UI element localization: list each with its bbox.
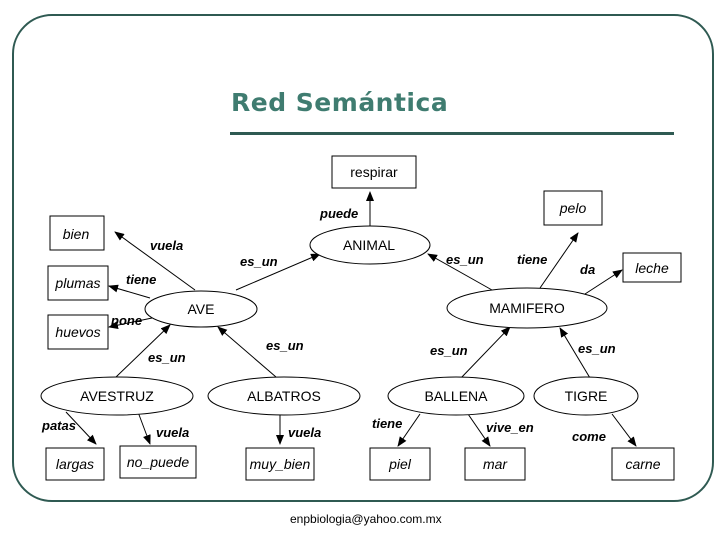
relation-da: da <box>580 262 595 277</box>
label-respirar: respirar <box>350 164 398 180</box>
relation-pone: pone <box>110 313 142 328</box>
edge-mamifero-leche <box>584 269 623 295</box>
label-mamifero: MAMIFERO <box>489 300 565 316</box>
title-underline <box>230 132 674 135</box>
relation-vive-en: vive_en <box>486 420 534 435</box>
relation-mamifero-es-un: es_un <box>446 252 484 267</box>
box-mar <box>464 447 526 481</box>
box-carne <box>611 447 675 481</box>
node-animal <box>309 225 431 265</box>
relation-patas: patas <box>41 418 76 433</box>
relation-albatros-vuela: vuela <box>288 425 321 440</box>
box-respirar <box>331 155 417 189</box>
label-pelo: pelo <box>559 200 587 216</box>
edge-ave-plumas <box>108 284 151 299</box>
footer-email: enpbiologia@yahoo.com.mx <box>290 512 442 526</box>
box-huevos <box>47 314 109 350</box>
edge-ave-bien <box>114 231 196 291</box>
label-animal: ANIMAL <box>343 237 395 253</box>
label-ballena: BALLENA <box>424 388 488 404</box>
label-bien: bien <box>63 226 90 242</box>
edge-ballena-mamifero <box>459 326 511 380</box>
edge-albatros-ave <box>217 326 277 378</box>
relation-puede: puede <box>319 206 358 221</box>
box-largas <box>45 447 105 481</box>
edge-avestruz-largas <box>65 411 97 445</box>
box-muy-bien <box>245 447 315 481</box>
label-avestruz: AVESTRUZ <box>80 388 154 404</box>
node-tigre <box>533 376 639 416</box>
slide-title: Red Semántica <box>231 88 449 117</box>
label-largas: largas <box>56 456 94 472</box>
relation-come: come <box>572 429 606 444</box>
relation-ave-es-un: es_un <box>240 254 278 269</box>
node-mamifero <box>446 287 608 329</box>
node-ave <box>144 290 258 328</box>
label-no-puede: no_puede <box>127 454 190 470</box>
edge-tigre-carne <box>611 413 637 447</box>
relation-avestruz-es-un: es_un <box>148 350 186 365</box>
relation-tiene: tiene <box>126 272 156 287</box>
box-leche <box>622 252 682 283</box>
box-piel <box>369 447 431 481</box>
node-ballena <box>387 376 525 416</box>
relation-mamifero-tiene: tiene <box>517 252 547 267</box>
label-albatros: ALBATROS <box>247 388 321 404</box>
edge-ballena-mar <box>467 413 491 447</box>
slide-frame <box>12 14 714 502</box>
label-piel: piel <box>388 456 412 472</box>
label-huevos: huevos <box>55 324 100 340</box>
label-plumas: plumas <box>54 275 100 291</box>
edge-ballena-piel <box>397 413 421 447</box>
edge-mamifero-animal <box>427 253 493 291</box>
label-tigre: TIGRE <box>565 388 608 404</box>
label-mar: mar <box>483 456 508 472</box>
edge-ave-animal <box>235 253 321 291</box>
edge-mamifero-pelo <box>539 232 579 289</box>
relation-ballena-es-un: es_un <box>430 343 468 358</box>
edge-ave-huevos <box>108 317 153 330</box>
relation-tigre-es-un: es_un <box>578 341 616 356</box>
relation-albatros-es-un: es_un <box>266 338 304 353</box>
relation-avestruz-vuela: vuela <box>156 425 189 440</box>
relation-vuela: vuela <box>150 238 183 253</box>
box-bien <box>49 215 105 251</box>
node-albatros <box>207 376 361 416</box>
edge-avestruz-no-puede <box>137 411 151 445</box>
label-leche: leche <box>635 260 669 276</box>
label-ave: AVE <box>188 301 215 317</box>
box-no-puede <box>119 445 197 479</box>
label-carne: carne <box>625 456 660 472</box>
edge-avestruz-ave <box>115 324 171 378</box>
box-pelo <box>543 190 603 226</box>
edge-tigre-mamifero <box>559 327 591 379</box>
relation-ballena-tiene: tiene <box>372 416 402 431</box>
label-muy-bien: muy_bien <box>250 456 311 472</box>
node-avestruz <box>40 376 194 416</box>
box-plumas <box>47 265 109 301</box>
